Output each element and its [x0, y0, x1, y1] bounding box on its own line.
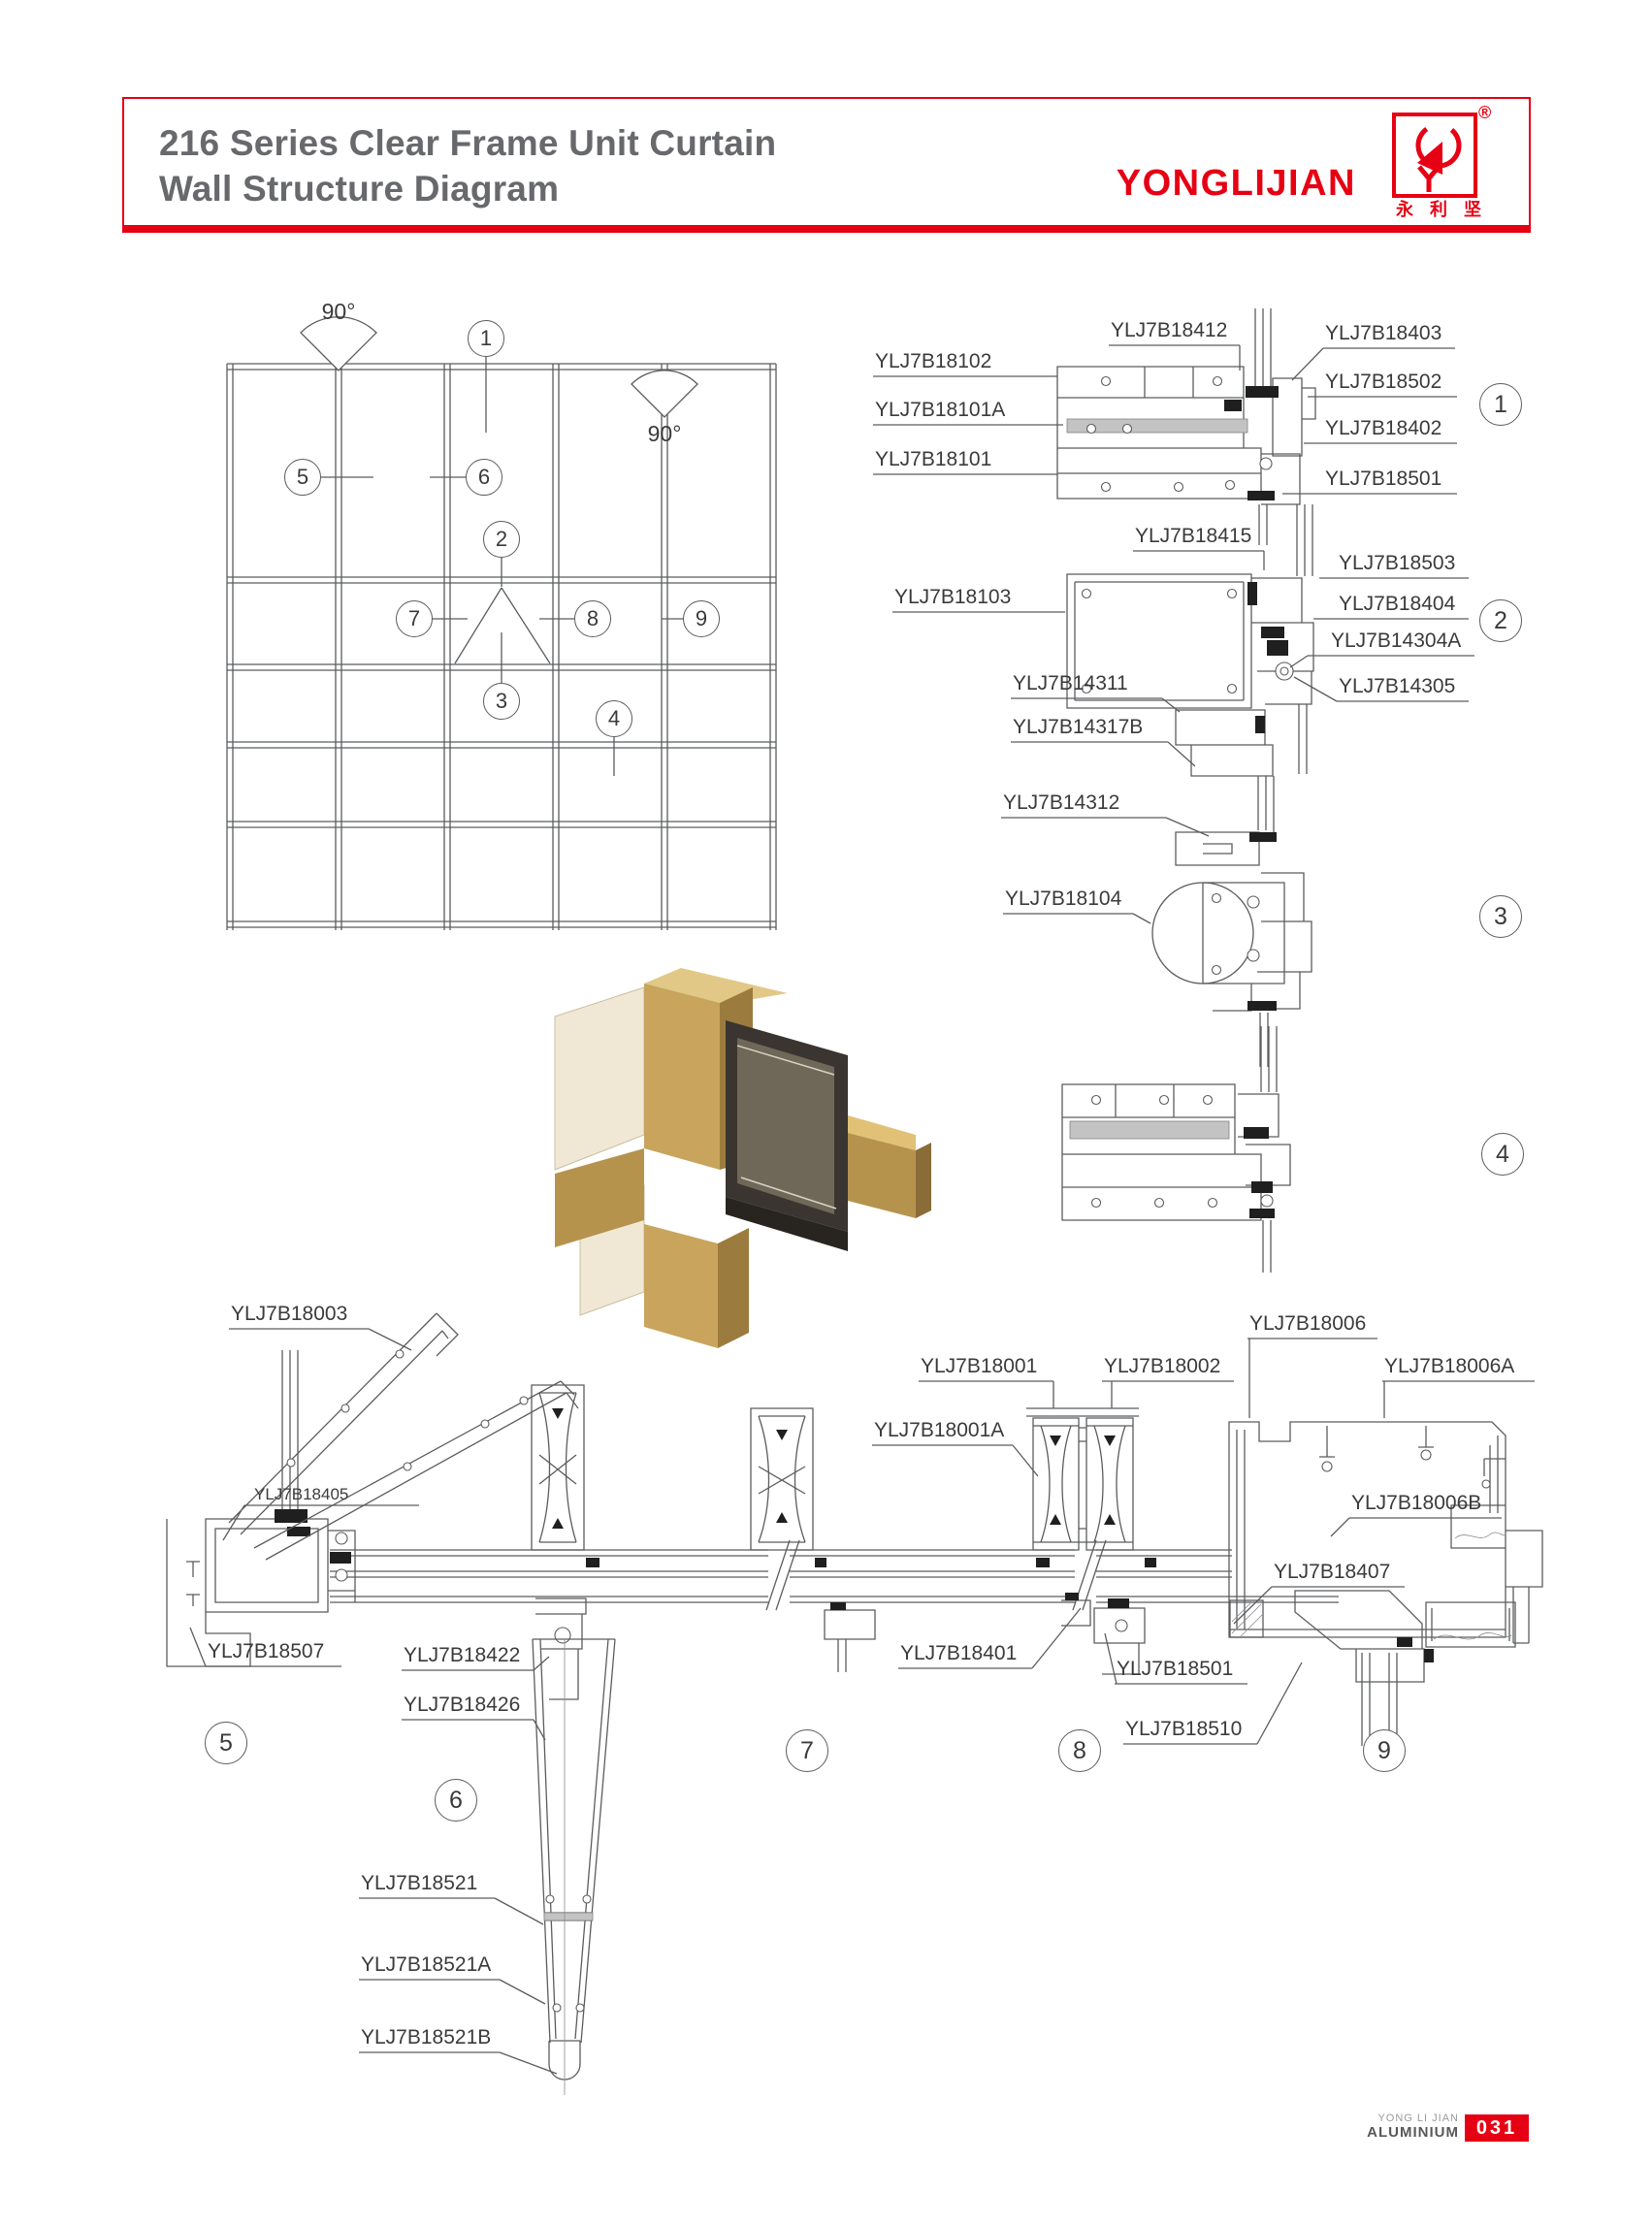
- elevation-callout-2: 2: [483, 521, 520, 558]
- registered-mark: ®: [1478, 103, 1492, 122]
- part-label-18521: YLJ7B18521: [361, 1872, 478, 1894]
- elevation-grid-drawing: [226, 316, 777, 930]
- page-title-line1: 216 Series Clear Frame Unit Curtain: [159, 123, 777, 163]
- part-label-18502: YLJ7B18502: [1325, 371, 1442, 393]
- section-callout-6: 6: [435, 1779, 477, 1822]
- header-box: 216 Series Clear Frame Unit Curtain Wall…: [122, 97, 1531, 233]
- part-label-18403: YLJ7B18403: [1325, 322, 1442, 344]
- section-callout-8: 8: [1058, 1729, 1101, 1772]
- elevation-callout-4: 4: [596, 700, 632, 737]
- elevation-callout-8: 8: [574, 600, 611, 637]
- detail-2-section-drawing: [1066, 504, 1314, 777]
- detail-4-section-drawing: [1061, 1026, 1291, 1273]
- brand-logo-icon: [1392, 113, 1477, 198]
- part-label-18407: YLJ7B18407: [1274, 1561, 1391, 1583]
- section-callout-7: 7: [786, 1729, 828, 1772]
- elevation-callout-6: 6: [466, 459, 502, 496]
- part-label-14304A: YLJ7B14304A: [1331, 629, 1462, 652]
- part-label-18006A: YLJ7B18006A: [1384, 1355, 1515, 1377]
- part-label-18101A: YLJ7B18101A: [875, 399, 1006, 421]
- footer-brand-line1: YONG LI JIAN: [1377, 2113, 1459, 2124]
- part-label-14312: YLJ7B14312: [1003, 791, 1120, 814]
- part-label-18426: YLJ7B18426: [404, 1694, 521, 1716]
- section-callout-2: 2: [1479, 599, 1522, 642]
- page-title-line2: Wall Structure Diagram: [159, 169, 560, 209]
- part-label-18402: YLJ7B18402: [1325, 417, 1442, 439]
- part-label-18521B: YLJ7B18521B: [361, 2026, 492, 2049]
- part-label-18510: YLJ7B18510: [1125, 1718, 1243, 1740]
- part-label-18405: YLJ7B18405: [254, 1485, 349, 1503]
- part-label-18415: YLJ7B18415: [1135, 525, 1252, 547]
- part-label-18102: YLJ7B18102: [875, 350, 992, 372]
- part-label-18002: YLJ7B18002: [1104, 1355, 1221, 1377]
- part-label-18001: YLJ7B18001: [921, 1355, 1038, 1377]
- elevation-callout-5: 5: [284, 459, 321, 496]
- vent-triangle: [454, 587, 551, 664]
- elevation-callout-7: 7: [396, 600, 433, 637]
- detail-1-section-drawing: [1056, 308, 1316, 545]
- part-label-14311: YLJ7B14311: [1013, 672, 1128, 694]
- label-leader-lines: [189, 344, 1535, 2075]
- part-label-18003: YLJ7B18003: [231, 1303, 348, 1325]
- section-callout-4: 4: [1481, 1133, 1524, 1176]
- part-label-18422: YLJ7B18422: [404, 1644, 521, 1666]
- section-callout-1: 1: [1479, 383, 1522, 426]
- elevation-callout-9: 9: [683, 600, 720, 637]
- angle-label-right: 90°: [647, 421, 682, 446]
- part-label-18501: YLJ7B18501: [1325, 468, 1442, 490]
- brand-wordmark: YONGLIJIAN: [1116, 163, 1356, 204]
- part-label-18507: YLJ7B18507: [208, 1640, 325, 1662]
- section-callout-3: 3: [1479, 895, 1522, 938]
- part-label-18401: YLJ7B18401: [900, 1642, 1018, 1664]
- part-label-18404: YLJ7B18404: [1339, 593, 1456, 615]
- page-number-badge: 031: [1465, 2114, 1529, 2142]
- part-label-18412: YLJ7B18412: [1111, 319, 1228, 341]
- elevation-callout-3: 3: [483, 683, 520, 720]
- detail-3-section-drawing: [1151, 776, 1312, 1067]
- part-label-18104: YLJ7B18104: [1005, 887, 1122, 910]
- isometric-render: [554, 968, 931, 1348]
- part-label-18521A: YLJ7B18521A: [361, 1953, 492, 1976]
- part-label-18103: YLJ7B18103: [894, 586, 1012, 608]
- bottom-assembly-drawing: [166, 1312, 1543, 2095]
- section-callout-5: 5: [205, 1722, 247, 1764]
- part-label-18001A: YLJ7B18001A: [874, 1419, 1005, 1441]
- elevation-callout-leaders: [320, 357, 683, 776]
- part-label-18006B: YLJ7B18006B: [1351, 1492, 1482, 1514]
- angle-fan-right: [631, 370, 698, 418]
- footer-brand-line2: ALUMINIUM: [1367, 2124, 1459, 2141]
- angle-fan-top: [300, 316, 377, 371]
- brand-chinese-name: 永利坚: [1396, 200, 1498, 219]
- part-label-14305: YLJ7B14305: [1339, 675, 1456, 697]
- part-label-14317B: YLJ7B14317B: [1013, 716, 1144, 738]
- angle-label-top: 90°: [321, 299, 356, 324]
- part-label-18501b: YLJ7B18501: [1117, 1658, 1234, 1680]
- part-label-18101: YLJ7B18101: [875, 448, 992, 470]
- page-title: 216 Series Clear Frame Unit Curtain Wall…: [159, 120, 776, 211]
- part-label-18503: YLJ7B18503: [1339, 552, 1456, 574]
- section-callout-9: 9: [1363, 1729, 1406, 1772]
- elevation-callout-1: 1: [468, 320, 504, 357]
- part-label-18006: YLJ7B18006: [1249, 1312, 1367, 1335]
